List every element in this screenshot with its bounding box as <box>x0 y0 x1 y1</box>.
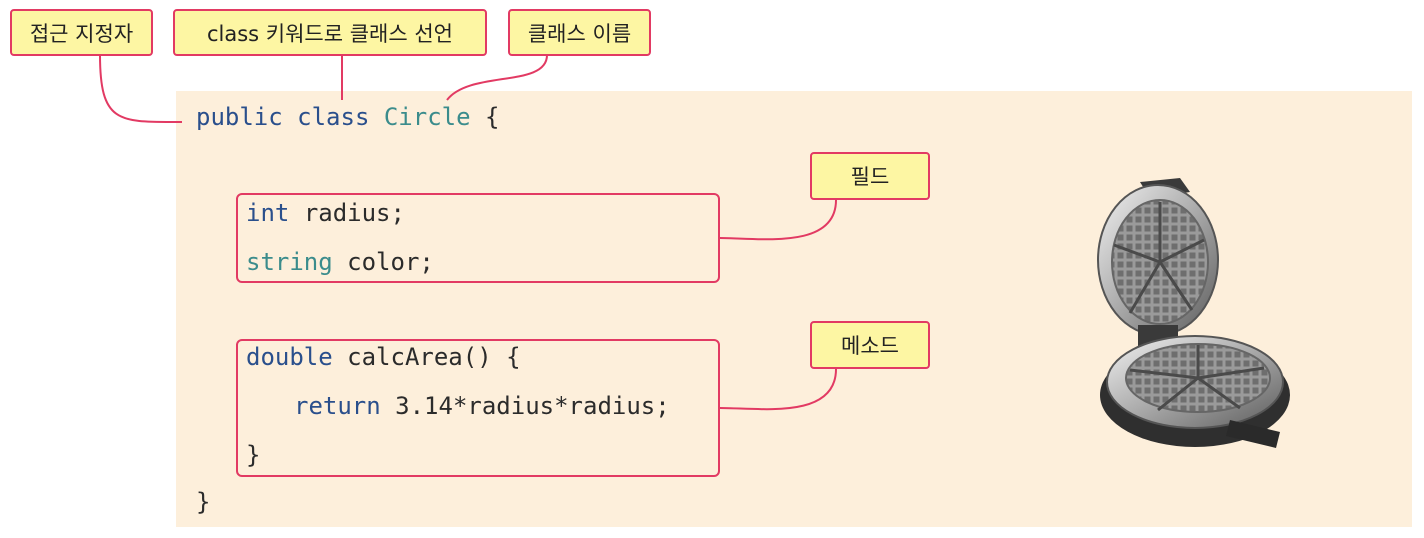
class-close-brace: } <box>196 488 211 516</box>
waffle-maker-image <box>1097 178 1290 448</box>
code-line-class-decl: public class Circle { <box>196 102 499 132</box>
callout-field: 필드 <box>810 152 930 200</box>
connector-class-name <box>446 54 548 101</box>
field-color: color; <box>347 248 434 276</box>
code-line-field-radius: int radius; <box>246 198 405 228</box>
callout-method: 메소드 <box>810 321 930 369</box>
method-group-box <box>236 339 720 477</box>
callout-class-keyword: class 키워드로 클래스 선언 <box>173 9 487 56</box>
code-panel <box>176 91 1412 527</box>
method-name: calcArea() <box>347 343 492 371</box>
field-radius: radius; <box>303 199 405 227</box>
callout-access-modifier: 접근 지정자 <box>10 9 153 56</box>
keyword-return: return <box>294 392 381 420</box>
connector-access-modifier <box>99 54 183 124</box>
return-expression: 3.14*radius*radius; <box>395 392 670 420</box>
type-string: string <box>246 248 333 276</box>
type-int: int <box>246 199 290 227</box>
keyword-public: public <box>196 103 283 131</box>
code-line-field-color: string color; <box>246 247 434 277</box>
code-line-class-close: } <box>196 487 210 517</box>
code-line-method-sig: double calcArea() { <box>246 342 521 372</box>
keyword-class: class <box>297 103 370 131</box>
code-line-method-close: } <box>246 440 260 470</box>
field-group-box <box>236 193 720 283</box>
method-close-brace: } <box>246 441 261 469</box>
callout-class-name: 클래스 이름 <box>508 9 651 56</box>
method-open-brace: { <box>506 343 521 371</box>
class-name: Circle <box>383 103 471 131</box>
code-line-method-body: return 3.14*radius*radius; <box>294 391 670 421</box>
connector-method <box>719 368 837 411</box>
open-brace: { <box>485 103 500 131</box>
connector-field <box>719 199 837 241</box>
type-double: double <box>246 343 333 371</box>
